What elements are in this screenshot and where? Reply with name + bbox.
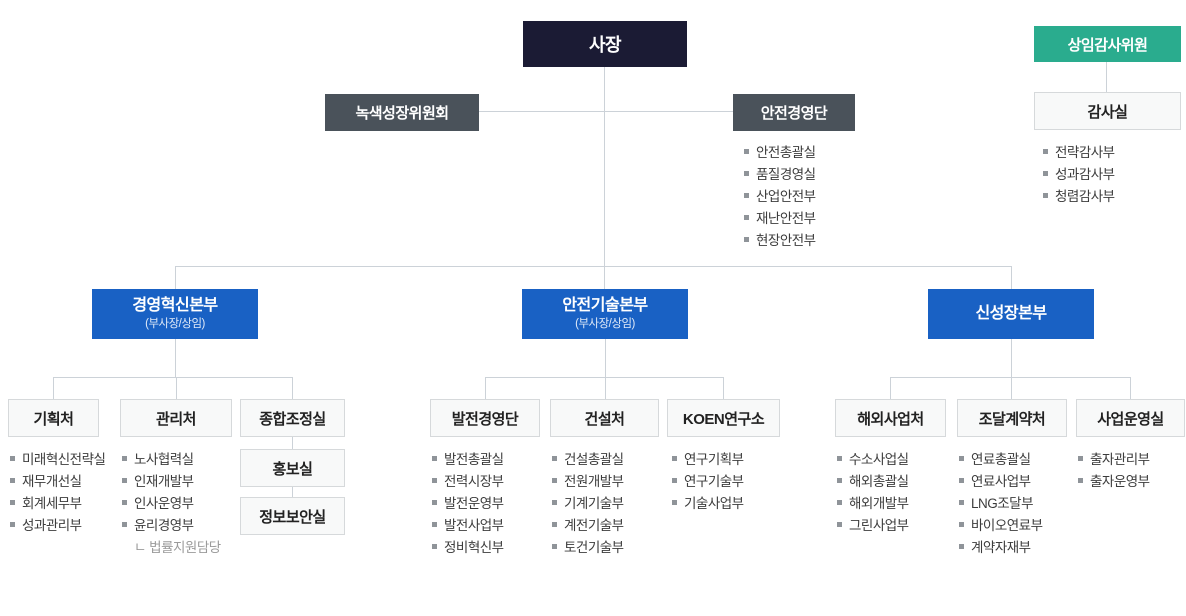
dept-list-item: 회계세무부 bbox=[10, 491, 105, 513]
division-subtitle: (부사장/상임) bbox=[145, 317, 205, 330]
dept-list-item: 계약자재부 bbox=[959, 535, 1043, 557]
division-title: 신성장본부 bbox=[975, 304, 1047, 322]
dept-list-item: 계전기술부 bbox=[552, 513, 624, 535]
connector-line bbox=[1011, 377, 1012, 399]
dept-list-item: 안전총괄실 bbox=[744, 140, 816, 162]
dept-list-item: 산업안전부 bbox=[744, 184, 816, 206]
connector-line bbox=[1011, 339, 1012, 377]
connector-line bbox=[292, 377, 293, 399]
connector-line bbox=[1106, 62, 1107, 93]
connector-line bbox=[605, 377, 606, 399]
dept-list-item: LNG조달부 bbox=[959, 491, 1043, 513]
org-node-division-new-growth: 신성장본부 bbox=[928, 289, 1094, 339]
org-node-ceo: 사장 bbox=[523, 21, 687, 67]
connector-line bbox=[890, 377, 1130, 378]
connector-line bbox=[292, 487, 293, 497]
connector-line bbox=[175, 339, 176, 377]
org-node-koen-research-institute: KOEN연구소 bbox=[667, 399, 780, 437]
org-node-pr-office: 홍보실 bbox=[240, 449, 345, 487]
dept-list-item: 연료총괄실 bbox=[959, 447, 1043, 469]
division-title: 경영혁신본부 bbox=[132, 297, 218, 315]
dept-list-item: 토건기술부 bbox=[552, 535, 624, 557]
dept-list-item: 노사협력실 bbox=[122, 447, 221, 469]
dept-list-item: 발전사업부 bbox=[432, 513, 504, 535]
connector-line bbox=[1011, 266, 1012, 289]
dept-list-construction: 건설총괄실 전원개발부 기계기술부 계전기술부 토건기술부 bbox=[552, 447, 624, 557]
dept-list-item: 전력시장부 bbox=[432, 469, 504, 491]
dept-list-management: 노사협력실 인재개발부 인사운영부 윤리경영부 ㄴ 법률지원담당 bbox=[122, 447, 221, 557]
dept-list-item: 성과관리부 bbox=[10, 513, 105, 535]
dept-list-item: 재난안전부 bbox=[744, 206, 816, 228]
connector-line bbox=[485, 377, 723, 378]
dept-list-item: 윤리경영부 bbox=[122, 513, 221, 535]
dept-list-koen-research: 연구기획부 연구기술부 기술사업부 bbox=[672, 447, 744, 513]
dept-list-item: 해외총괄실 bbox=[837, 469, 909, 491]
dept-list-item: 바이오연료부 bbox=[959, 513, 1043, 535]
dept-list-item: 인사운영부 bbox=[122, 491, 221, 513]
dept-list-item: 발전운영부 bbox=[432, 491, 504, 513]
org-node-power-generation-group: 발전경영단 bbox=[430, 399, 540, 437]
connector-line bbox=[1130, 377, 1131, 399]
dept-list-item: 전원개발부 bbox=[552, 469, 624, 491]
dept-list-item: 청렴감사부 bbox=[1043, 184, 1115, 206]
dept-list-item: 연료사업부 bbox=[959, 469, 1043, 491]
org-node-division-safety-technology: 안전기술본부 (부사장/상임) bbox=[522, 289, 688, 339]
dept-list-power-generation: 발전총괄실 전력시장부 발전운영부 발전사업부 정비혁신부 bbox=[432, 447, 504, 557]
dept-list-item: 현장안전부 bbox=[744, 228, 816, 250]
org-node-management-office: 관리처 bbox=[120, 399, 232, 437]
dept-list-audit: 전략감사부 성과감사부 청렴감사부 bbox=[1043, 140, 1115, 206]
org-node-business-operation-office: 사업운영실 bbox=[1076, 399, 1185, 437]
connector-line bbox=[292, 437, 293, 449]
org-node-procurement-contract-office: 조달계약처 bbox=[957, 399, 1067, 437]
dept-list-item: 인재개발부 bbox=[122, 469, 221, 491]
connector-line bbox=[485, 377, 486, 399]
connector-line bbox=[175, 266, 1012, 267]
dept-list-item: 전략감사부 bbox=[1043, 140, 1115, 162]
org-node-division-management-innovation: 경영혁신본부 (부사장/상임) bbox=[92, 289, 258, 339]
dept-list-item: 그린사업부 bbox=[837, 513, 909, 535]
dept-list-item: 발전총괄실 bbox=[432, 447, 504, 469]
org-node-safety-management-group: 안전경영단 bbox=[733, 94, 855, 131]
org-node-standing-audit-committee: 상임감사위원 bbox=[1034, 26, 1181, 62]
org-node-overseas-business-office: 해외사업처 bbox=[835, 399, 946, 437]
connector-line bbox=[53, 377, 292, 378]
dept-list-item: 기술사업부 bbox=[672, 491, 744, 513]
org-node-audit-office: 감사실 bbox=[1034, 92, 1181, 130]
connector-line bbox=[605, 339, 606, 377]
dept-list-item: 연구기술부 bbox=[672, 469, 744, 491]
connector-line bbox=[604, 67, 605, 289]
dept-list-item: 수소사업실 bbox=[837, 447, 909, 469]
connector-line bbox=[890, 377, 891, 399]
dept-list-procurement-contract: 연료총괄실 연료사업부 LNG조달부 바이오연료부 계약자재부 bbox=[959, 447, 1043, 557]
dept-list-subitem: ㄴ 법률지원담당 bbox=[134, 540, 221, 555]
dept-list-item: 출자관리부 bbox=[1078, 447, 1150, 469]
division-subtitle: (부사장/상임) bbox=[575, 317, 635, 330]
dept-list-item: 재무개선실 bbox=[10, 469, 105, 491]
dept-list-overseas-business: 수소사업실 해외총괄실 해외개발부 그린사업부 bbox=[837, 447, 909, 535]
dept-list-item: 정비혁신부 bbox=[432, 535, 504, 557]
org-node-info-security-office: 정보보안실 bbox=[240, 497, 345, 535]
dept-list-safety-management: 안전총괄실 품질경영실 산업안전부 재난안전부 현장안전부 bbox=[744, 140, 816, 250]
dept-list-item: 미래혁신전략실 bbox=[10, 447, 106, 469]
connector-line bbox=[479, 111, 735, 112]
org-node-planning-office: 기획처 bbox=[8, 399, 99, 437]
connector-line bbox=[53, 377, 54, 399]
dept-list-planning: 미래혁신전략실 재무개선실 회계세무부 성과관리부 bbox=[10, 447, 106, 535]
dept-list-item: 성과감사부 bbox=[1043, 162, 1115, 184]
connector-line bbox=[175, 266, 176, 289]
dept-list-item: 해외개발부 bbox=[837, 491, 909, 513]
dept-list-business-operation: 출자관리부 출자운영부 bbox=[1078, 447, 1150, 491]
division-title: 안전기술본부 bbox=[562, 297, 648, 315]
dept-list-item: 건설총괄실 bbox=[552, 447, 624, 469]
connector-line bbox=[723, 377, 724, 399]
org-node-green-growth-committee: 녹색성장위원회 bbox=[325, 94, 479, 131]
dept-list-item: 출자운영부 bbox=[1078, 469, 1150, 491]
dept-list-item: 품질경영실 bbox=[744, 162, 816, 184]
org-node-coordination-office: 종합조정실 bbox=[240, 399, 345, 437]
org-node-construction-office: 건설처 bbox=[550, 399, 659, 437]
dept-list-item: 연구기획부 bbox=[672, 447, 744, 469]
connector-line bbox=[176, 377, 177, 399]
dept-list-item: 기계기술부 bbox=[552, 491, 624, 513]
